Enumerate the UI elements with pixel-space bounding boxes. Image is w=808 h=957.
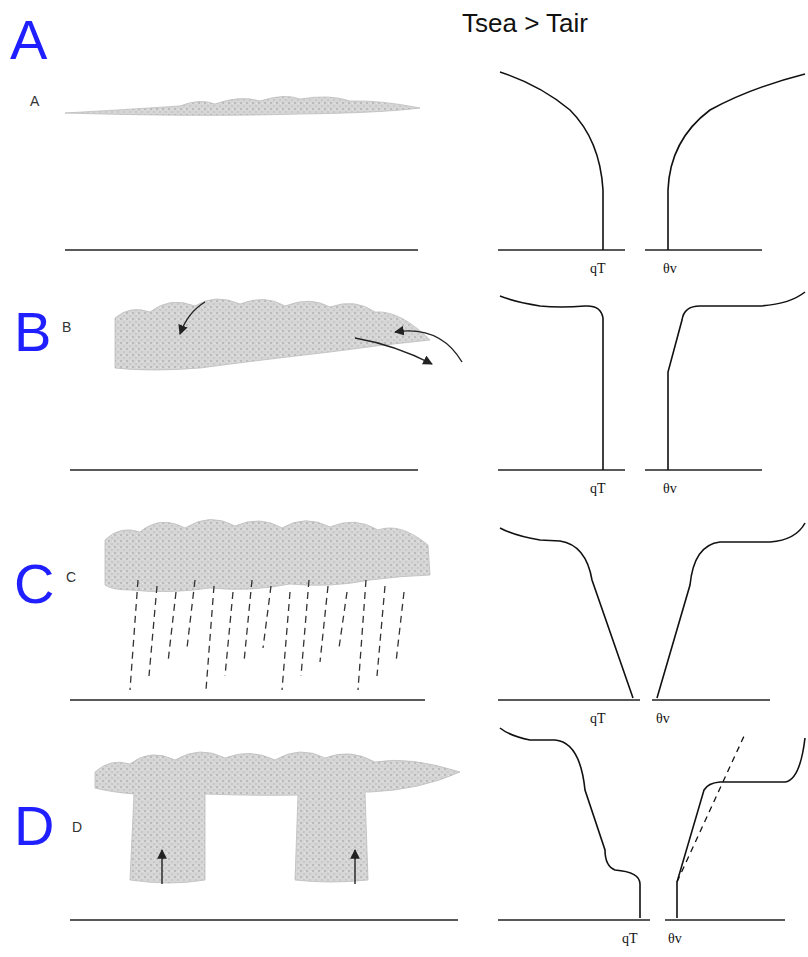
drawing-part <box>500 528 633 698</box>
axis-label: θv <box>663 482 677 496</box>
panel-letter: C <box>14 556 54 612</box>
drawing-part <box>668 74 805 250</box>
drawing-part <box>105 519 430 591</box>
title: Tsea > Tair <box>462 10 588 36</box>
rain-streak <box>320 586 328 662</box>
rain-streak <box>263 586 271 648</box>
drawing-part <box>668 292 805 470</box>
axis-label: θv <box>663 262 677 276</box>
drawing-part <box>645 249 762 251</box>
rain-streaks <box>130 580 404 690</box>
drawing-part <box>498 919 650 921</box>
axis-label: θv <box>656 712 670 726</box>
axis-label: qT <box>590 482 606 496</box>
drawing-part <box>665 919 785 921</box>
rain-streak <box>282 592 290 690</box>
drawing-part <box>677 738 805 918</box>
drawing-part <box>500 296 603 470</box>
drawing-part <box>354 850 355 884</box>
drawing-part <box>355 338 432 364</box>
rain-streak <box>301 580 309 676</box>
drawing-part <box>161 850 162 884</box>
drawing-part <box>657 523 805 698</box>
rain-streak <box>130 580 138 690</box>
rain-streak <box>225 592 233 676</box>
drawing-part <box>95 752 460 883</box>
motion-arrows <box>162 302 462 884</box>
panel-label: D <box>72 820 82 834</box>
rain-streak <box>339 592 347 648</box>
drawing-part <box>395 331 462 362</box>
panel-letter: B <box>14 304 51 360</box>
rain-streak <box>244 580 252 662</box>
drawing-part <box>180 302 205 334</box>
rain-streak <box>358 580 366 690</box>
reference-dashed-line <box>677 734 745 882</box>
profile-curves <box>500 72 805 918</box>
drawing-part <box>498 249 625 251</box>
drawing-part <box>498 699 640 701</box>
rain-streak <box>396 592 404 662</box>
drawing-part <box>70 699 425 701</box>
axis-label: qT <box>590 712 606 726</box>
drawing-part <box>70 919 458 921</box>
drawing-part <box>65 96 420 115</box>
rain-streak <box>206 586 214 690</box>
drawing-part <box>65 249 418 251</box>
axis-label: qT <box>590 262 606 276</box>
drawing-part <box>652 699 770 701</box>
drawing-part <box>498 469 625 471</box>
drawing-part <box>500 728 640 918</box>
rain-streak <box>377 586 385 676</box>
panel-label: B <box>62 320 71 334</box>
clouds <box>65 96 460 883</box>
rain-streak <box>168 592 176 662</box>
panel-label: A <box>30 94 39 108</box>
drawing-part <box>645 469 762 471</box>
drawing-part <box>500 72 603 250</box>
panel-label: C <box>66 570 76 584</box>
panel-letter: D <box>14 798 54 854</box>
axis-label: θv <box>668 932 682 946</box>
drawing-part <box>115 299 430 370</box>
ground-lines <box>65 250 785 920</box>
rain-streak <box>149 586 157 676</box>
drawing-part <box>70 469 418 471</box>
panel-letter: A <box>10 12 47 68</box>
rain-streak <box>187 580 195 648</box>
axis-label: qT <box>622 932 638 946</box>
